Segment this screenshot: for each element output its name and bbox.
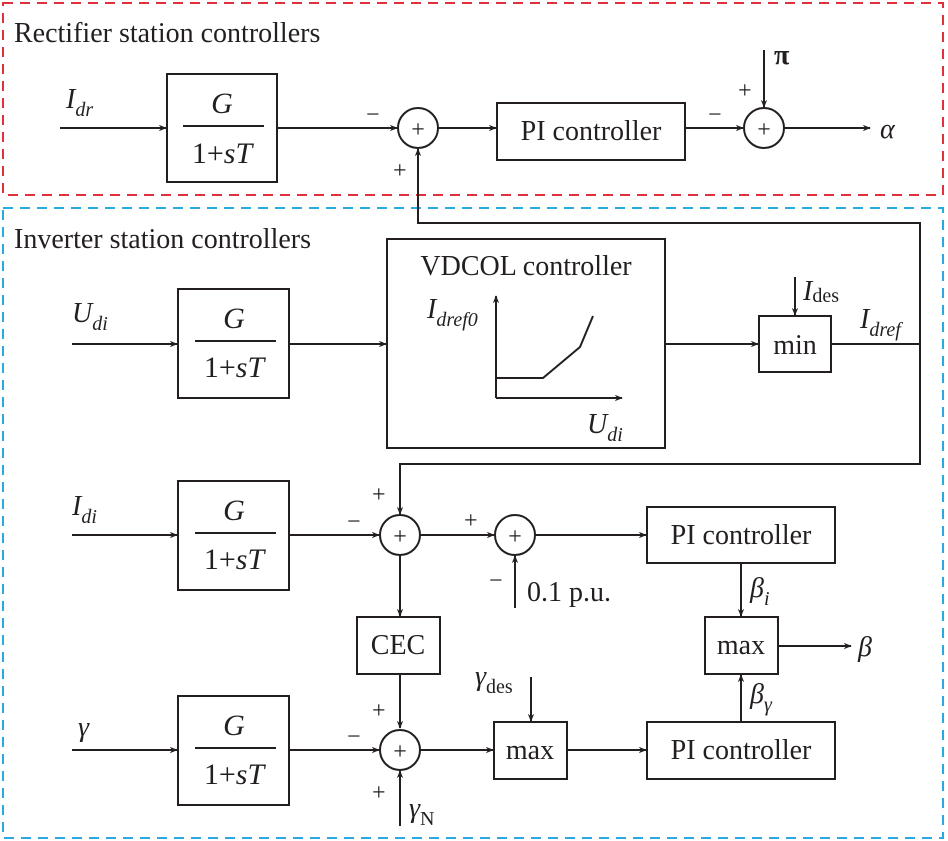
rect-summer-2: + <box>743 107 785 149</box>
rect-pi-controller-block[interactable]: PI controller <box>496 102 686 161</box>
gamma-des-label: γdes <box>475 661 513 698</box>
svg-text:PI controller: PI controller <box>671 735 812 766</box>
svg-text:+: + <box>411 117 425 143</box>
gamma-input-label: γ <box>78 712 90 743</box>
idref-to-inverter-summer <box>396 344 921 515</box>
sign-plus: + <box>464 508 478 534</box>
sign-plus: + <box>372 698 386 724</box>
svg-text:G: G <box>223 494 245 527</box>
vdcol-characteristic-curve <box>496 315 594 379</box>
vdcol-controller-block[interactable]: VDCOL controller Idref0 Udi <box>386 238 666 449</box>
idi-filter-block[interactable]: G 1+sT <box>177 480 290 591</box>
ides-label: Ides <box>802 276 839 307</box>
alpha-output-label: α <box>880 114 896 145</box>
gamma-error-summer: + <box>379 729 421 771</box>
rectifier-region-border <box>2 2 944 196</box>
svg-text:G: G <box>211 87 233 120</box>
idref-feedback-to-rectifier <box>414 148 921 343</box>
beta-i-label: βi <box>749 573 770 610</box>
svg-text:G: G <box>223 709 245 742</box>
pi-constant-label: π <box>774 40 790 71</box>
sign-minus: − <box>489 568 503 594</box>
vdcol-x-axis-label: Udi <box>587 409 623 446</box>
svg-text:1+sT: 1+sT <box>204 351 267 384</box>
gamma-n-label: γN <box>409 793 435 830</box>
sign-minus: − <box>366 102 380 128</box>
svg-text:CEC: CEC <box>371 630 425 661</box>
inverter-region-border <box>2 207 944 839</box>
svg-text:1+sT: 1+sT <box>204 543 267 576</box>
svg-text:G: G <box>223 302 245 335</box>
rectifier-region-title: Rectifier station controllers <box>14 18 320 49</box>
idr-input-label: Idr <box>65 84 93 121</box>
svg-text:+: + <box>757 117 771 143</box>
sign-plus: + <box>393 158 407 184</box>
sign-minus: − <box>708 102 722 128</box>
udi-filter-block[interactable]: G 1+sT <box>177 288 290 399</box>
svg-text:min: min <box>773 330 817 361</box>
sign-plus: + <box>738 78 752 104</box>
offset-label: 0.1 p.u. <box>527 577 611 608</box>
svg-text:Idi: Idi <box>71 491 97 528</box>
current-error-summer: + <box>379 514 421 556</box>
svg-text:1+sT: 1+sT <box>192 137 255 170</box>
idi-input-label: Idi <box>71 491 97 528</box>
beta-max-block[interactable]: max <box>704 616 779 675</box>
vdcol-y-axis-label: Idref0 <box>426 294 478 331</box>
svg-text:+: + <box>393 524 407 550</box>
svg-text:PI controller: PI controller <box>521 116 662 147</box>
svg-text:Idr: Idr <box>65 84 93 121</box>
inverter-region-title: Inverter station controllers <box>14 224 311 255</box>
sign-minus: − <box>347 724 361 750</box>
beta-gamma-label: βγ <box>749 679 773 716</box>
gamma-pi-controller-block[interactable]: PI controller <box>646 721 836 780</box>
svg-text:+: + <box>508 524 522 550</box>
sign-plus: + <box>372 780 386 806</box>
svg-text:1+sT: 1+sT <box>204 758 267 791</box>
cec-block[interactable]: CEC <box>356 616 441 675</box>
gamma-max-block[interactable]: max <box>493 721 568 780</box>
svg-text:Udi: Udi <box>72 298 108 335</box>
udi-input-label: Udi <box>72 298 108 335</box>
beta-output-label: β <box>857 632 872 663</box>
rect-filter-block[interactable]: G 1+sT <box>166 73 278 183</box>
svg-text:+: + <box>393 739 407 765</box>
current-pi-controller-block[interactable]: PI controller <box>646 506 836 564</box>
svg-text:max: max <box>717 630 765 661</box>
margin-summer: + <box>494 514 536 556</box>
min-block[interactable]: min <box>758 315 832 373</box>
gamma-filter-block[interactable]: G 1+sT <box>177 695 290 806</box>
rect-summer-1: + <box>397 107 439 149</box>
svg-text:PI controller: PI controller <box>671 520 812 551</box>
idref-label: Idref <box>859 304 903 341</box>
sign-minus: − <box>347 509 361 535</box>
svg-text:VDCOL controller: VDCOL controller <box>420 251 632 282</box>
svg-text:max: max <box>506 735 554 766</box>
sign-plus: + <box>372 482 386 508</box>
